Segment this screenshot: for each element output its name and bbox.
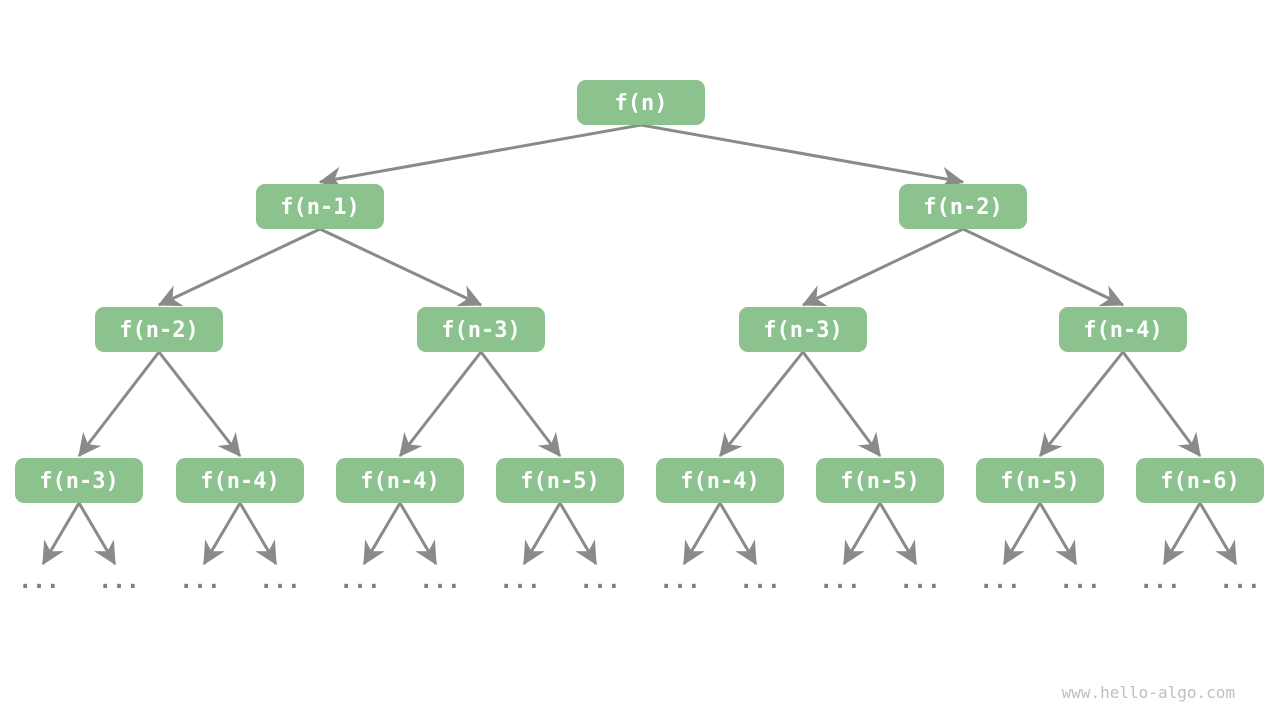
tree-edge-to-ellipsis [878, 502, 918, 566]
tree-node-label: f(n-2) [923, 195, 1002, 220]
tree-edge [718, 351, 805, 457]
watermark: www.hello-algo.com [1061, 683, 1235, 702]
tree-edge-to-ellipsis [1198, 502, 1238, 566]
tree-node-box [656, 458, 784, 503]
tree-edge-to-ellipsis [398, 502, 438, 566]
tree-edge-to-ellipsis [77, 502, 117, 566]
tree-edge-to-ellipsis [1038, 502, 1078, 566]
tree-ellipsis-layer: ........................................… [18, 568, 1261, 594]
ellipsis-label: ... [899, 568, 941, 594]
ellipsis-label: ... [979, 568, 1021, 594]
tree-node-f(n-6): f(n-6) [1136, 458, 1264, 503]
tree-node-box [95, 307, 223, 352]
tree-node-label: f(n-4) [1083, 318, 1162, 343]
tree-edge [77, 351, 161, 458]
tree-node-label: f(n-3) [441, 318, 520, 343]
tree-node-label: f(n-3) [39, 469, 118, 494]
tree-node-label: f(n) [615, 91, 668, 116]
tree-node-label: f(n-4) [360, 469, 439, 494]
tree-node-f(n-4): f(n-4) [1059, 307, 1187, 352]
tree-edge-to-ellipsis [362, 502, 402, 566]
tree-edge-to-ellipsis [41, 502, 81, 566]
tree-node-box [739, 307, 867, 352]
ellipsis-label: ... [98, 568, 140, 594]
tree-node-f(n-1): f(n-1) [256, 184, 384, 229]
tree-edge [962, 227, 1125, 307]
tree-node-box [336, 458, 464, 503]
tree-node-box [899, 184, 1027, 229]
tree-edge-to-ellipsis [842, 502, 882, 566]
tree-node-label: f(n-3) [763, 318, 842, 343]
tree-edge-to-ellipsis [1162, 502, 1202, 566]
tree-node-box [417, 307, 545, 352]
tree-node-label: f(n-6) [1160, 469, 1239, 494]
tree-edge-to-ellipsis [202, 502, 242, 566]
ellipsis-label: ... [419, 568, 461, 594]
tree-edge [319, 227, 483, 307]
tree-node-f(n-5): f(n-5) [976, 458, 1104, 503]
tree-edges-layer [41, 123, 1238, 566]
tree-node-f(n-3): f(n-3) [739, 307, 867, 352]
tree-node-f(n-5): f(n-5) [816, 458, 944, 503]
ellipsis-label: ... [739, 568, 781, 594]
tree-edge [801, 351, 882, 458]
tree-edge-to-ellipsis [558, 502, 598, 566]
tree-edge-to-ellipsis [238, 502, 278, 566]
ellipsis-label: ... [1139, 568, 1181, 594]
ellipsis-label: ... [339, 568, 381, 594]
ellipsis-label: ... [819, 568, 861, 594]
ellipsis-label: ... [499, 568, 541, 594]
tree-node-box [577, 80, 705, 125]
tree-node-label: f(n-1) [280, 195, 359, 220]
tree-node-box [15, 458, 143, 503]
tree-node-box [256, 184, 384, 229]
ellipsis-label: ... [659, 568, 701, 594]
tree-node-label: f(n-5) [520, 469, 599, 494]
ellipsis-label: ... [18, 568, 60, 594]
ellipsis-label: ... [259, 568, 301, 594]
tree-edge-to-ellipsis [682, 502, 722, 566]
tree-node-box [816, 458, 944, 503]
tree-node-label: f(n-2) [119, 318, 198, 343]
tree-edge [1038, 351, 1125, 457]
tree-edge [479, 351, 562, 458]
tree-node-box [176, 458, 304, 503]
tree-node-label: f(n-5) [840, 469, 919, 494]
tree-node-f(n-3): f(n-3) [417, 307, 545, 352]
tree-node-label: f(n-4) [680, 469, 759, 494]
tree-node-f(n-4): f(n-4) [336, 458, 464, 503]
tree-node-box [1059, 307, 1187, 352]
tree-node-f(n-2): f(n-2) [899, 184, 1027, 229]
tree-node-f(n-2): f(n-2) [95, 307, 223, 352]
tree-node-f(n-5): f(n-5) [496, 458, 624, 503]
tree-node-box [976, 458, 1104, 503]
tree-node-box [496, 458, 624, 503]
tree-edge [801, 227, 964, 307]
ellipsis-label: ... [179, 568, 221, 594]
tree-node-f(n-4): f(n-4) [176, 458, 304, 503]
tree-edge [398, 351, 483, 458]
tree-node-f(n-4): f(n-4) [656, 458, 784, 503]
tree-edge-to-ellipsis [1002, 502, 1042, 566]
ellipsis-label: ... [1059, 568, 1101, 594]
tree-edge-to-ellipsis [522, 502, 562, 566]
tree-edge-to-ellipsis [718, 502, 758, 566]
tree-node-f(n-3): f(n-3) [15, 458, 143, 503]
ellipsis-label: ... [579, 568, 621, 594]
tree-edge [157, 351, 242, 458]
tree-nodes-layer: f(n) f(n-1) f(n-2) f(n-2) f(n-3) f(n-3) f(n-4)… [15, 80, 1264, 503]
tree-edge [640, 123, 965, 190]
tree-node-box [1136, 458, 1264, 503]
tree-edge [157, 227, 321, 307]
tree-node-label: f(n-4) [200, 469, 279, 494]
tree-edge [1121, 351, 1202, 458]
ellipsis-label: ... [1219, 568, 1261, 594]
tree-node-f(n): f(n) [577, 80, 705, 125]
tree-node-label: f(n-5) [1000, 469, 1079, 494]
tree-edge [318, 123, 642, 190]
